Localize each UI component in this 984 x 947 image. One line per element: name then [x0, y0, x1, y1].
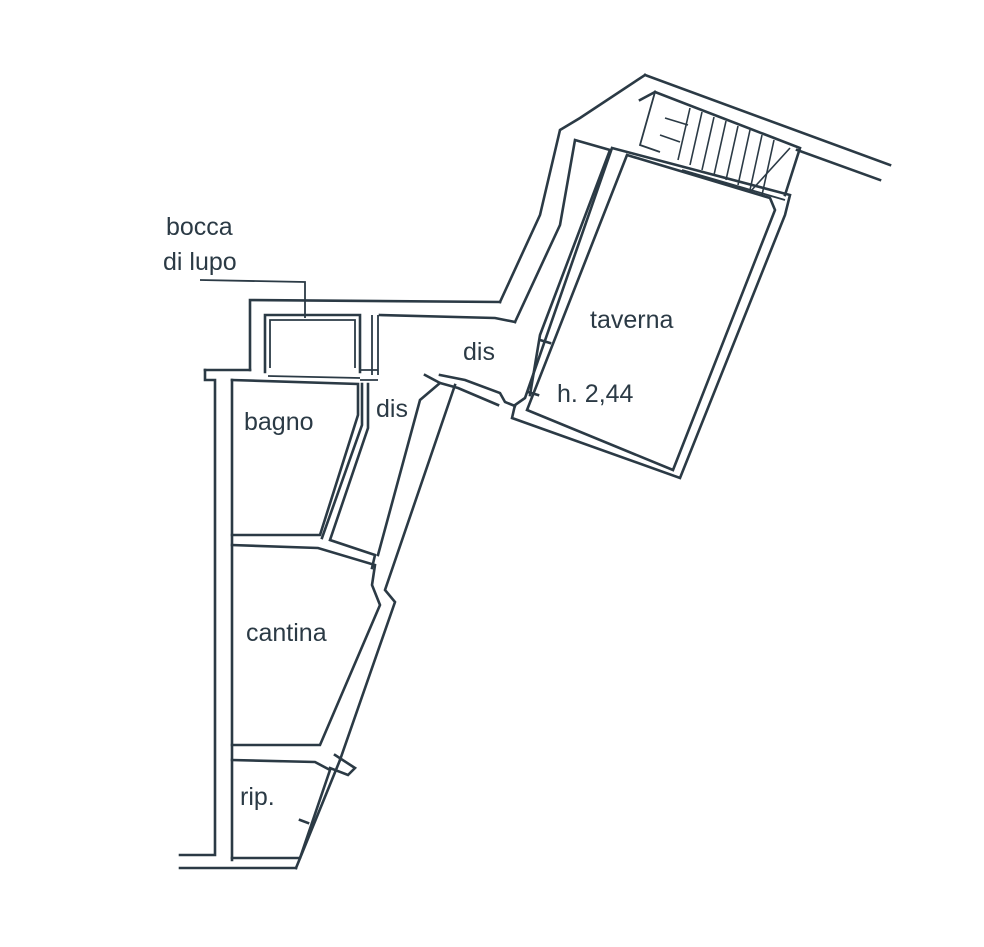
west-wall	[178, 368, 298, 870]
dis-lower-label: dis	[376, 395, 408, 423]
bocca-di-lupo-block	[199, 279, 517, 375]
bocca-label-line1: bocca	[166, 213, 233, 241]
cantina-room	[230, 543, 382, 747]
stairs-block	[638, 73, 892, 201]
taverna-height-label: h. 2,44	[557, 380, 634, 408]
dis-upper-label: dis	[463, 338, 495, 366]
bagno-room	[230, 375, 361, 862]
corridor-walls	[438, 73, 647, 408]
rip-room	[230, 753, 358, 870]
taverna-label: taverna	[590, 306, 674, 334]
lower-dis-room	[320, 369, 457, 762]
bagno-label: bagno	[244, 408, 314, 436]
cantina-label: cantina	[246, 619, 327, 647]
rip-label: rip.	[240, 783, 275, 811]
bocca-label-line2: di lupo	[163, 248, 237, 276]
taverna-room	[510, 146, 792, 480]
